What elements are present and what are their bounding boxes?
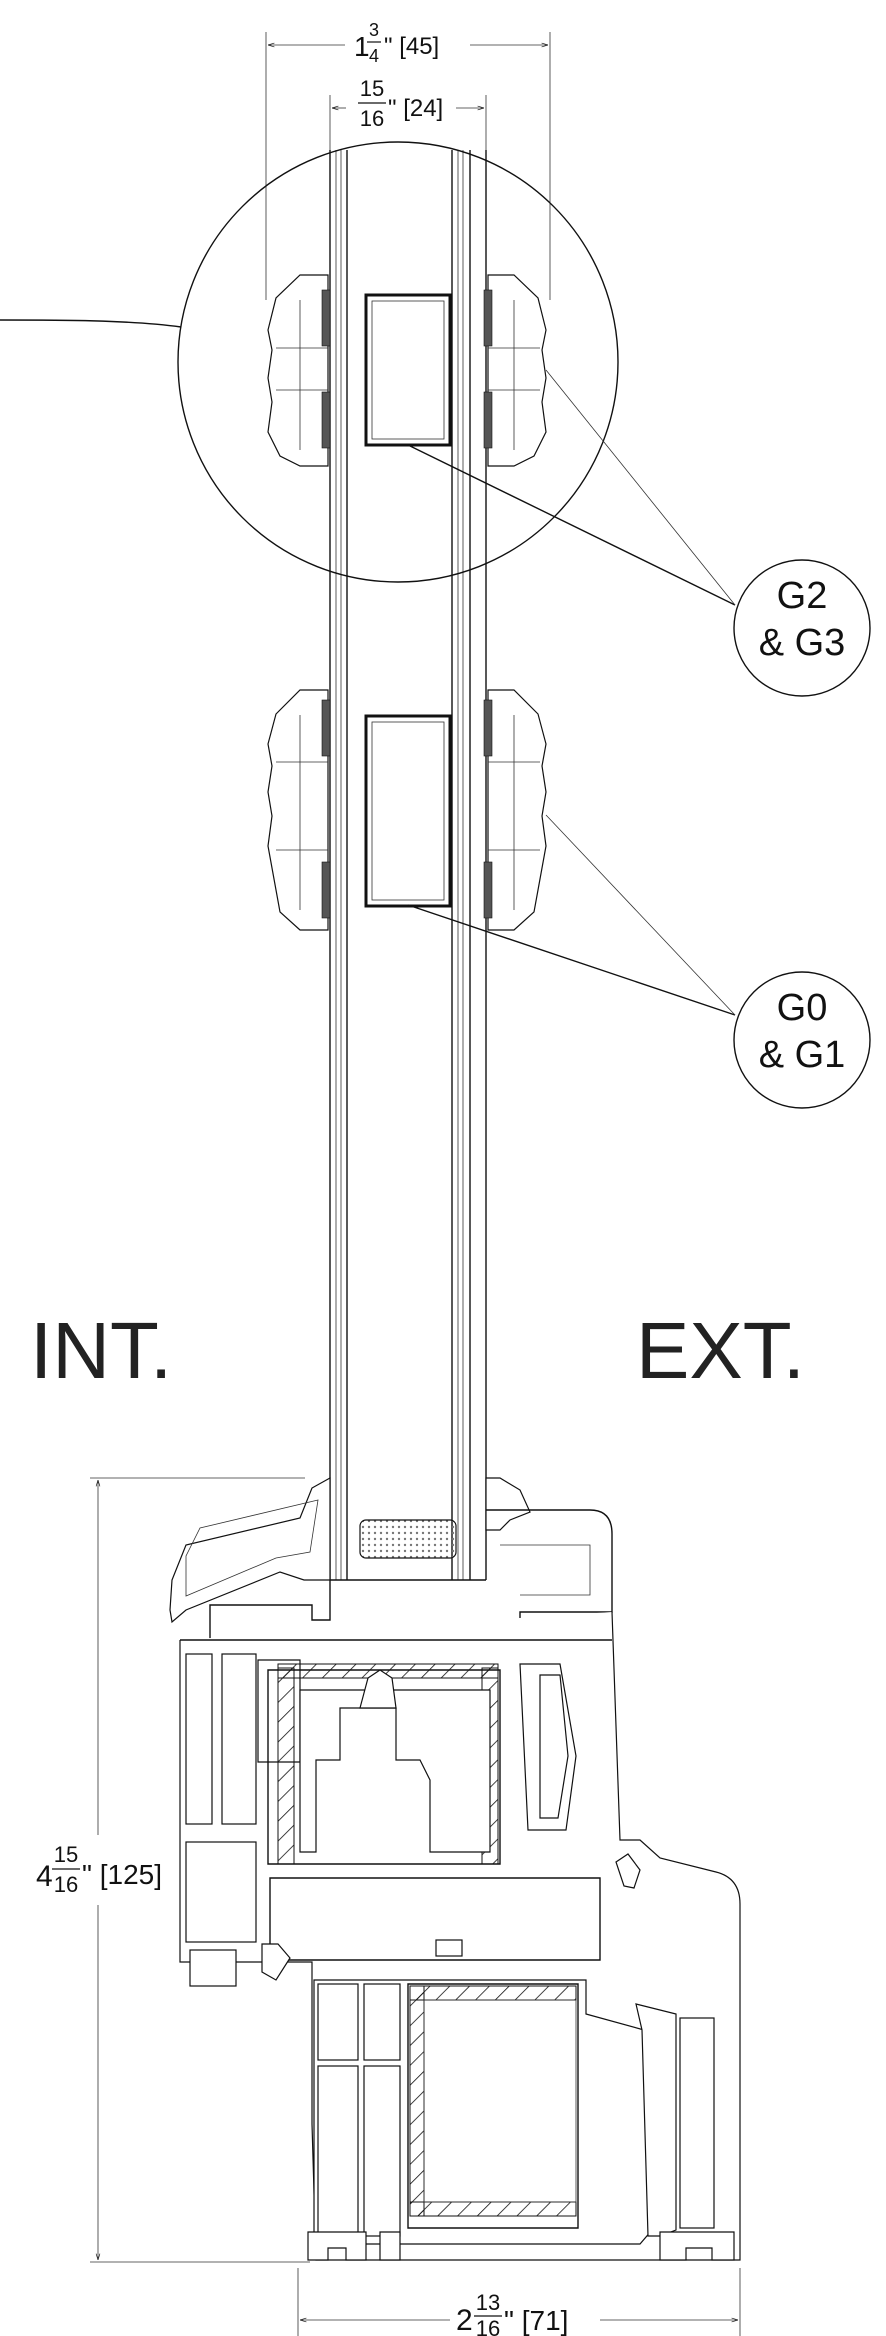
interior-label: INT. (30, 1306, 172, 1395)
dim-bottom-whole: 2 (456, 2304, 473, 2336)
dim-glass-rest: " [24] (388, 95, 443, 122)
frame-profile (179, 1611, 741, 2261)
callout-g2-g3-line1: G2 (777, 575, 828, 617)
grille-clips-lower (267, 689, 547, 931)
dimension-frame-width: 2 13 16 " [71] (297, 2268, 741, 2336)
dim-top-overall-den: 4 (369, 46, 379, 66)
dim-top-overall-whole: 1 (354, 31, 370, 62)
dim-height-num: 15 (54, 1842, 78, 1867)
dim-height-whole: 4 (36, 1860, 53, 1893)
exterior-label: EXT. (636, 1306, 805, 1395)
dim-bottom-rest: " [71] (504, 2305, 568, 2336)
dim-top-overall-num: 3 (369, 20, 379, 40)
dimension-overall-height: 4 15 16 " [125] (36, 1477, 310, 2263)
sash-profile (169, 1476, 613, 1661)
dim-bottom-num: 13 (476, 2290, 500, 2315)
dimension-glass-width: 15 16 " [24] (329, 76, 487, 150)
dimension-overall-width: 1 3 4 " [45] (265, 20, 551, 300)
dim-bottom-den: 16 (476, 2316, 500, 2336)
callout-g2-g3-line2: & G3 (759, 622, 846, 664)
detail-circle (0, 141, 619, 583)
dim-height-den: 16 (54, 1872, 78, 1897)
callout-leaders (407, 369, 736, 1016)
callout-g0-g1-line1: G0 (777, 987, 828, 1029)
dim-glass-den: 16 (360, 106, 384, 131)
glass-unit (329, 150, 487, 1581)
dim-top-overall-rest: " [45] (384, 33, 439, 60)
dim-glass-num: 15 (360, 76, 384, 101)
callout-g0-g1: G0 & G1 (733, 971, 871, 1109)
dim-height-rest: " [125] (82, 1859, 162, 1890)
callout-g0-g1-line2: & G1 (759, 1034, 846, 1076)
callout-g2-g3: G2 & G3 (733, 559, 871, 697)
grille-clips-upper (267, 274, 547, 467)
